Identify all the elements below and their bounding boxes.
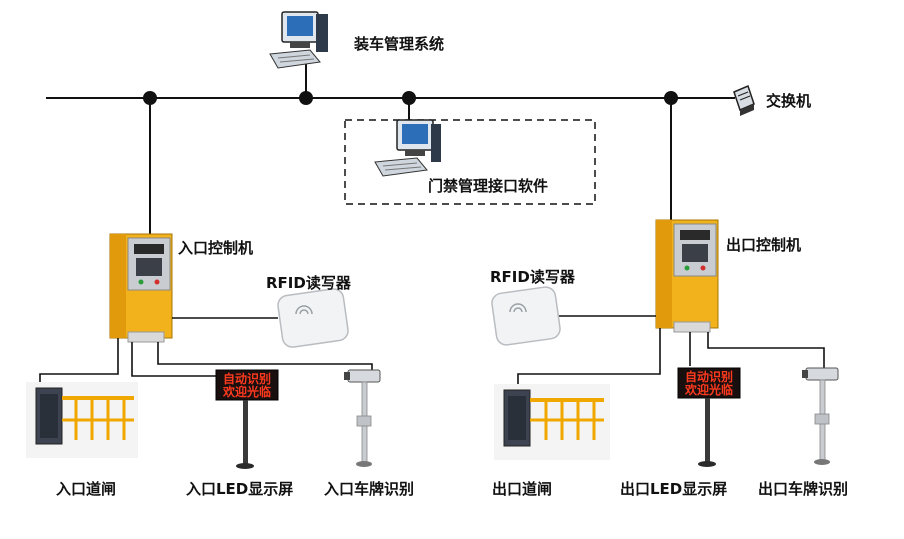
exit-controller-kiosk (655, 219, 719, 333)
label-entry-plate: 入口车牌识别 (324, 480, 415, 498)
exit-led-display: 自动识别 欢迎光临 (677, 367, 741, 467)
switch-icon (733, 84, 755, 116)
label-rfid-exit: RFID读写器 (490, 268, 575, 286)
entry-led-display: 自动识别 欢迎光临 (215, 369, 279, 469)
entry-barrier-gate (26, 382, 138, 458)
label-entry-controller: 入口控制机 (178, 239, 254, 257)
label-switch: 交换机 (766, 92, 812, 110)
label-management-system: 装车管理系统 (354, 35, 445, 53)
exit-led-line2: 欢迎光临 (684, 382, 733, 397)
entry-led-line1: 自动识别 (223, 371, 271, 386)
entry-plate-camera (344, 369, 381, 467)
rfid-reader-exit (491, 286, 561, 346)
computer-icon (269, 11, 328, 69)
label-exit-led: 出口LED显示屏 (620, 480, 728, 498)
exit-led-line1: 自动识别 (685, 369, 733, 384)
rfid-reader-entry (277, 288, 349, 348)
device-links (39, 315, 825, 388)
label-rfid-entry: RFID读写器 (266, 274, 351, 292)
label-gate-software: 门禁管理接口软件 (428, 177, 549, 195)
exit-plate-camera (802, 367, 839, 465)
junction-software (402, 91, 416, 105)
computer-icon (374, 119, 441, 177)
gate-software-box (344, 119, 596, 205)
bus-junctions (143, 91, 678, 105)
junction-exit (664, 91, 678, 105)
label-exit-plate: 出口车牌识别 (758, 480, 849, 498)
label-entry-barrier: 入口道闸 (56, 480, 117, 498)
label-exit-controller: 出口控制机 (726, 236, 802, 254)
label-entry-led: 入口LED显示屏 (186, 480, 294, 498)
exit-barrier-gate (494, 384, 610, 460)
junction-system (299, 91, 313, 105)
entry-led-line2: 欢迎光临 (222, 384, 271, 399)
label-exit-barrier: 出口道闸 (492, 480, 553, 498)
network-bus (46, 62, 735, 237)
entry-controller-kiosk (109, 233, 173, 343)
junction-entry (143, 91, 157, 105)
